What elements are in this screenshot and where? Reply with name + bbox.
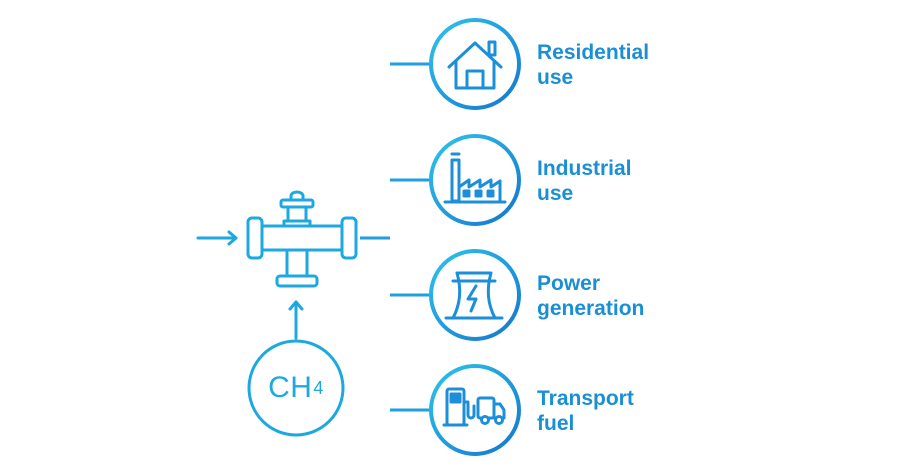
label-power-generation: Power generation — [537, 271, 777, 321]
house-icon — [447, 40, 503, 90]
label-line: use — [537, 182, 574, 205]
label-line: Industrial — [537, 157, 632, 180]
input-arrow — [196, 230, 238, 246]
label-residential-use: Residential use — [537, 40, 777, 90]
label-line: Transport — [537, 387, 634, 410]
label-line: Power — [537, 272, 601, 295]
fuel-truck-icon — [442, 387, 506, 427]
use-circles — [429, 18, 521, 456]
label-industrial-use: Industrial use — [537, 156, 777, 206]
label-transport-fuel: Transport fuel — [537, 386, 777, 436]
label-line: generation — [537, 297, 645, 320]
label-line: fuel — [537, 412, 575, 435]
label-line: use — [537, 66, 574, 89]
formula-main: CH — [268, 371, 313, 404]
factory-icon — [443, 152, 507, 204]
methane-source-circle — [247, 339, 345, 437]
label-line: Residential — [537, 41, 650, 64]
power-plant-icon — [444, 271, 504, 320]
distribution-lines — [360, 62, 431, 412]
source-arrow — [288, 300, 304, 340]
valve-icon — [246, 190, 358, 288]
formula-subscript: 4 — [313, 377, 324, 398]
